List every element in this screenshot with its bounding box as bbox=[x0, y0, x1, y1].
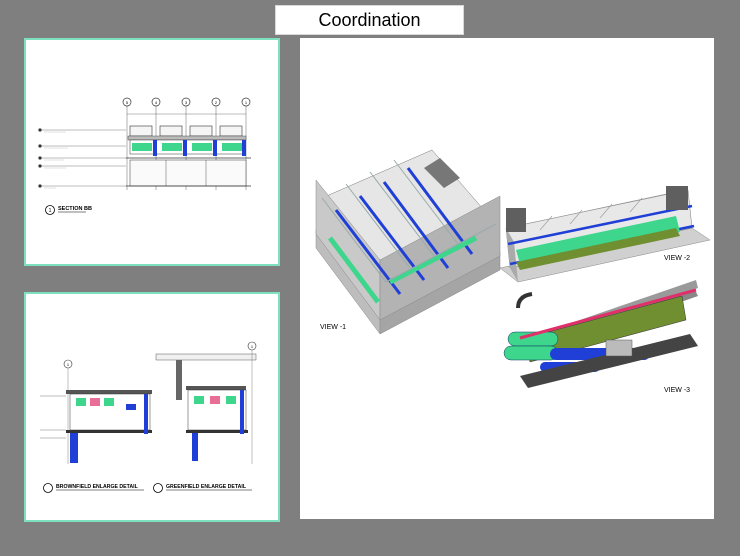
section-bb-drawing: 5 4 3 2 1 bbox=[38, 97, 251, 215]
view-2-model bbox=[499, 186, 711, 283]
section-bb-panel[interactable]: 5 4 3 2 1 bbox=[24, 38, 280, 266]
enlarge-detail-drawing: 1 1 bbox=[40, 341, 257, 493]
section-caption-number: 1 bbox=[49, 208, 52, 214]
view-2-label: VIEW -2 bbox=[664, 255, 690, 262]
views-drawing: VIEW -1 VIEW -2 bbox=[315, 149, 711, 394]
brownfield-detail bbox=[40, 368, 152, 464]
grid-label-3: 3 bbox=[185, 100, 188, 105]
greenfield-detail bbox=[155, 350, 257, 464]
enlarge-detail-panel[interactable]: 1 1 bbox=[24, 292, 280, 522]
grid-label-4: 4 bbox=[155, 100, 158, 105]
page-title: Coordination bbox=[275, 5, 464, 35]
view-1-model bbox=[315, 149, 501, 335]
grid-marker-5 bbox=[122, 97, 132, 107]
section-caption: SECTION BB bbox=[58, 206, 92, 212]
detail-right-marker-label: 1 bbox=[251, 344, 254, 349]
brownfield-caption: BROWNFIELD ENLARGE DETAIL bbox=[56, 484, 139, 490]
section-caption-marker bbox=[45, 205, 55, 215]
grid-label-2: 2 bbox=[215, 100, 218, 105]
grid-marker-4 bbox=[151, 97, 161, 107]
view-3-label: VIEW -3 bbox=[664, 387, 690, 394]
grid-marker-1 bbox=[241, 97, 251, 107]
grid-marker-3 bbox=[181, 97, 191, 107]
coordination-views-panel[interactable]: VIEW -1 VIEW -2 bbox=[300, 38, 714, 519]
view-3-model bbox=[503, 280, 698, 388]
view-1-label: VIEW -1 bbox=[320, 324, 346, 331]
equipment-row bbox=[126, 125, 251, 187]
grid-label-1: 1 bbox=[245, 100, 248, 105]
greenfield-caption: GREENFIELD ENLARGE DETAIL bbox=[166, 484, 247, 490]
grid-label-5: 5 bbox=[126, 100, 129, 105]
grid-marker-2 bbox=[211, 97, 221, 107]
detail-left-marker-label: 1 bbox=[67, 362, 70, 367]
